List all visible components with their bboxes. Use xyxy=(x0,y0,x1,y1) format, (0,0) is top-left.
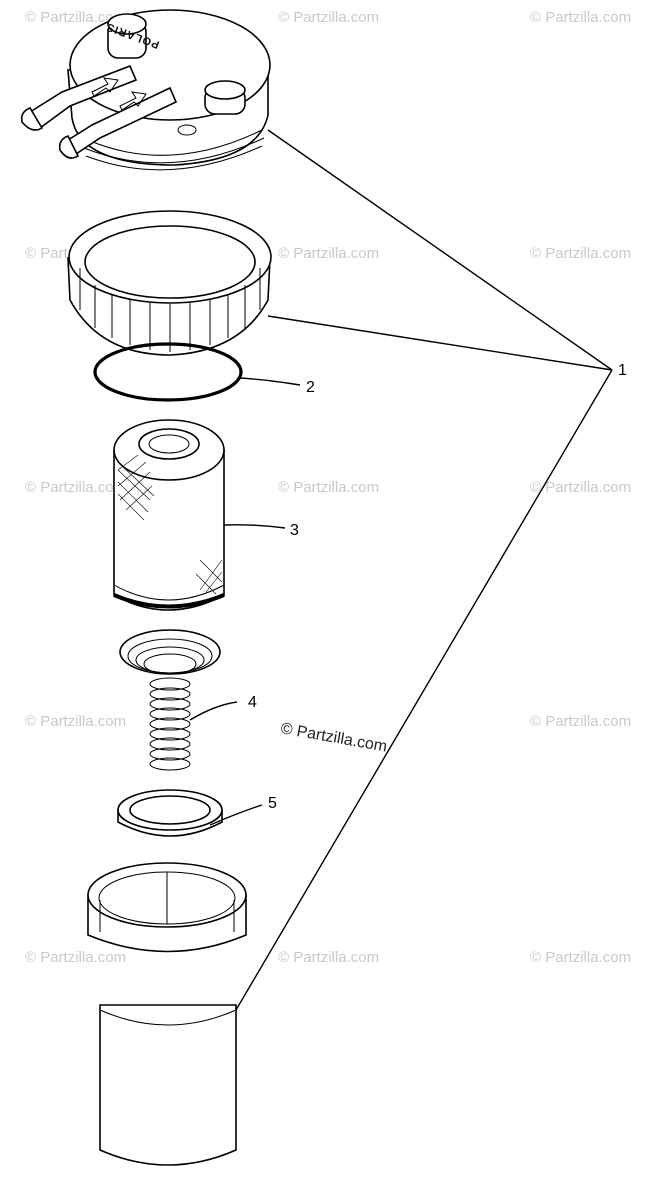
watermark: © Partzilla.com xyxy=(25,9,126,26)
filter-bowl xyxy=(87,862,247,1166)
o-ring xyxy=(93,342,243,402)
watermark: © Partzilla.com xyxy=(278,949,379,966)
watermark: © Partzilla.com xyxy=(278,9,379,26)
leader-lines xyxy=(189,129,613,1011)
watermark: © Partzilla.com xyxy=(530,479,631,496)
gasket-ring xyxy=(117,789,223,837)
watermark: © Partzilla.com xyxy=(530,713,631,730)
callout-4: 4 xyxy=(248,694,257,711)
spring-assembly xyxy=(119,629,221,771)
watermark: © Partzilla.com xyxy=(25,713,126,730)
watermark: © Partzilla.com xyxy=(278,479,379,496)
watermark: © Partzilla.com xyxy=(278,245,379,262)
watermark: © Partzilla.com xyxy=(530,949,631,966)
watermark-main: © Partzilla.com xyxy=(279,720,388,755)
watermark: © Partzilla.com xyxy=(530,9,631,26)
callout-1: 1 xyxy=(618,362,627,379)
callout-3: 3 xyxy=(290,522,299,539)
callout-2: 2 xyxy=(306,379,315,396)
callout-5: 5 xyxy=(268,795,277,812)
filter-element xyxy=(113,419,225,611)
threaded-ring xyxy=(67,210,272,356)
watermark: © Partzilla.com xyxy=(25,949,126,966)
callout-labels: 1 2 3 4 5 xyxy=(248,362,627,812)
filter-head: POLARIS xyxy=(20,9,271,171)
watermark: © Partzilla.com xyxy=(25,479,126,496)
watermark: © Partzilla.com xyxy=(530,245,631,262)
